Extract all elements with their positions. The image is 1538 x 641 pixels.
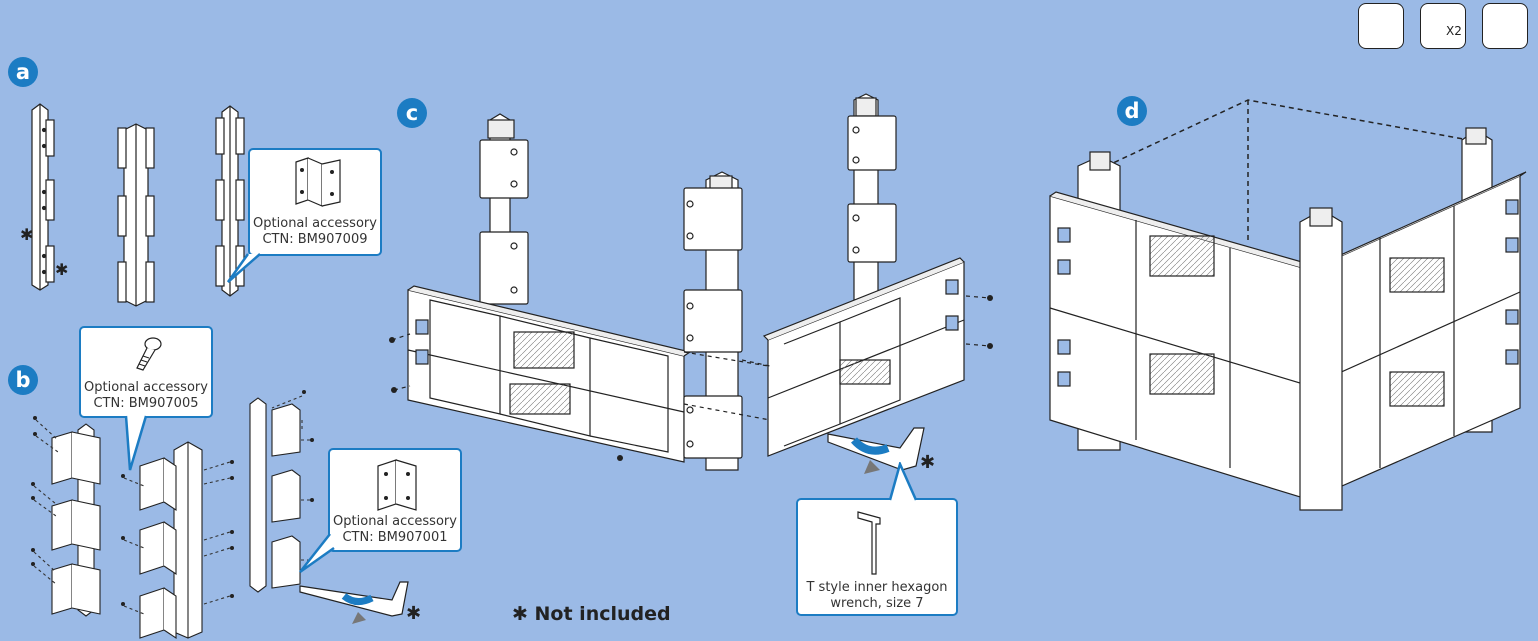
bracket-b-5: [139, 521, 177, 576]
wrench-icon: [299, 581, 409, 624]
rail-a1: [31, 103, 55, 291]
step-a-marker: a: [8, 57, 38, 87]
hex-key-icon: [857, 511, 881, 575]
asterisk-mark: ✱: [55, 260, 69, 279]
callout-hex-wrench: T style inner hexagon wrench, size 7: [796, 498, 958, 616]
bracket-b-7: [271, 403, 301, 457]
person-icon-box: [1420, 3, 1466, 49]
screws-c: [389, 295, 993, 461]
callout-line: Optional accessory: [253, 216, 377, 231]
callout-pointer: [299, 533, 335, 574]
callout-line: Optional accessory: [84, 380, 208, 395]
asterisk-mark: ✱: [920, 452, 936, 473]
bracket-b-4: [139, 457, 177, 512]
hex-key-icon-box: [1482, 3, 1528, 49]
column-c-right: [847, 93, 897, 301]
gloves-icon-box: [1358, 3, 1404, 49]
cabinet-c-left: [407, 285, 692, 463]
callout-line: CTN: BM907001: [342, 530, 448, 545]
column-c-left: [479, 113, 529, 305]
callout-pointer: [226, 253, 261, 283]
rail-a2: [117, 123, 155, 307]
bracket-icon: [295, 157, 341, 207]
asterisk-mark: ✱: [20, 225, 34, 244]
bracket-b-2: [51, 499, 101, 551]
people-count: X2: [1446, 24, 1462, 38]
column-c-middle: [683, 171, 743, 471]
screw-icon: [136, 337, 162, 371]
callout-accessory-bm907005: Optional accessory CTN: BM907005: [79, 326, 213, 418]
callout-line: Optional accessory: [333, 514, 457, 529]
not-included-note: ✱ Not included: [512, 603, 671, 625]
step-d-marker: d: [1117, 96, 1147, 126]
callout-line: T style inner hexagon: [806, 580, 948, 595]
callout-pointer: [124, 415, 148, 471]
cabinet-c-right: [762, 257, 965, 457]
bracket-set-b: [31, 390, 314, 640]
callout-pointer: [888, 462, 918, 501]
callout-line: CTN: BM907005: [93, 396, 199, 411]
bracket-b-3: [51, 563, 101, 615]
wrench-icon: [827, 427, 925, 474]
assembled-wall-d: [1049, 99, 1527, 511]
bracket-set-a: [31, 103, 245, 307]
bracket-b-6: [139, 587, 177, 640]
bracket-b-8: [271, 469, 301, 523]
bracket-b-9: [271, 535, 301, 589]
callout-line: CTN: BM907009: [262, 232, 368, 247]
callout-accessory-bm907009: Optional accessory CTN: BM907009: [248, 148, 382, 256]
callout-accessory-bm907001: Optional accessory CTN: BM907001: [328, 448, 462, 552]
bracket-icon: [377, 459, 417, 511]
callout-line: wrench, size 7: [830, 596, 924, 611]
step-c-marker: c: [397, 98, 427, 128]
asterisk-mark: ✱: [406, 603, 422, 624]
bracket-b-1: [51, 431, 101, 485]
step-b-marker: b: [8, 365, 38, 395]
